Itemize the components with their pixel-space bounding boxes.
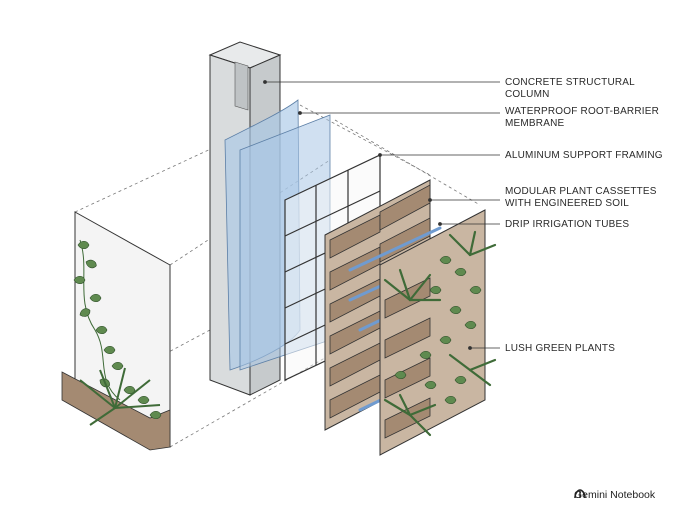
ivy-vine <box>73 239 162 420</box>
fern-plant <box>79 367 161 426</box>
back-wall-panel <box>61 211 171 451</box>
fern-cluster <box>383 230 497 437</box>
callout-leaders <box>263 80 500 350</box>
callout-modular-plant-cassettes: MODULAR PLANT CASSETTES WITH ENGINEERED … <box>505 186 657 209</box>
callout-concrete-structural-column: CONCRETE STRUCTURAL COLUMN <box>505 77 635 100</box>
callout-lush-green-plants: LUSH GREEN PLANTS <box>505 343 616 354</box>
callout-waterproof-membrane: WATERPROOF ROOT-BARRIER MEMBRANE <box>505 106 660 129</box>
gemini-notebook-logo-icon <box>574 489 586 499</box>
callout-drip-irrigation-tubes: DRIP IRRIGATION TUBES <box>505 219 630 230</box>
brand-watermark: Gemini Notebook <box>574 489 655 501</box>
lush-green-plants-panel <box>379 209 497 456</box>
callout-aluminum-support-framing: ALUMINUM SUPPORT FRAMING <box>505 150 663 161</box>
brand-label: Gemini Notebook <box>574 489 656 501</box>
